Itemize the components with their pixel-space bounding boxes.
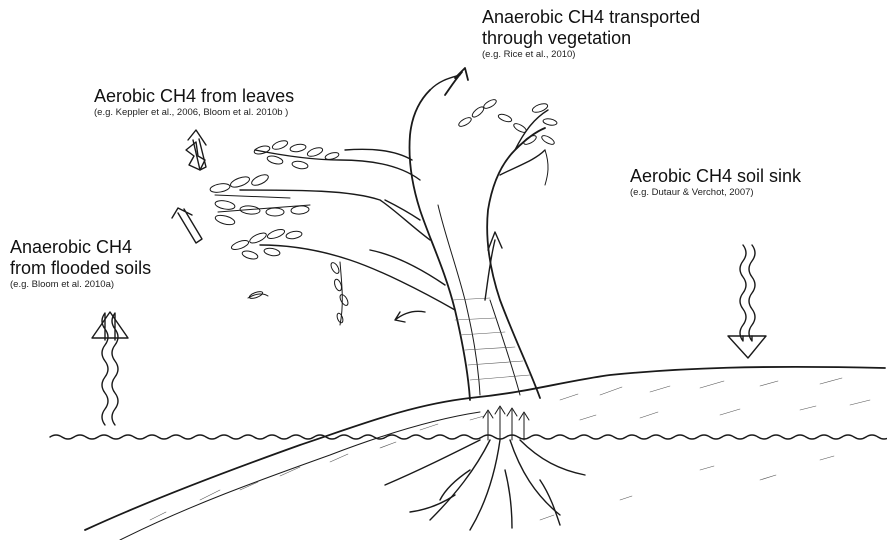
soil-sink-title: Aerobic CH4 soil sink [630, 166, 801, 187]
internal-transport-arrow [395, 311, 425, 322]
ground-hill-inner-line [120, 412, 480, 540]
label-leaves: Aerobic CH4 from leaves (e.g. Keppler et… [94, 86, 294, 119]
tree-roots [385, 440, 585, 530]
vegetation-transport-citation: (e.g. Rice et al., 2010) [482, 49, 700, 61]
water-surface-line [50, 435, 887, 439]
leaves-citation: (e.g. Keppler et al., 2006, Bloom et al.… [94, 107, 294, 119]
flooded-soils-citation: (e.g. Bloom et al. 2010a) [10, 279, 151, 291]
soil-sink-citation: (e.g. Dutaur & Verchot, 2007) [630, 187, 801, 199]
soil-sink-arrow [728, 245, 766, 358]
flooded-soils-title-line2: from flooded soils [10, 258, 151, 279]
label-flooded-soils: Anaerobic CH4 from flooded soils (e.g. B… [10, 237, 151, 291]
flooded-soil-emission-arrow [92, 312, 128, 425]
leaf-emission-arrow-upper [186, 142, 205, 170]
label-vegetation-transport: Anaerobic CH4 transported through vegeta… [482, 7, 700, 61]
tree-leaves [209, 98, 557, 325]
vegetation-transport-title-line1: Anaerobic CH4 transported [482, 7, 700, 28]
label-soil-sink: Aerobic CH4 soil sink (e.g. Dutaur & Ver… [630, 166, 801, 199]
leaves-title: Aerobic CH4 from leaves [94, 86, 294, 107]
leaf-arrow-lower-outline [172, 208, 202, 243]
flooded-soils-title-line1: Anaerobic CH4 [10, 237, 151, 258]
vegetation-transport-title-line2: through vegetation [482, 28, 700, 49]
vegetation-emission-arrow [445, 68, 468, 95]
